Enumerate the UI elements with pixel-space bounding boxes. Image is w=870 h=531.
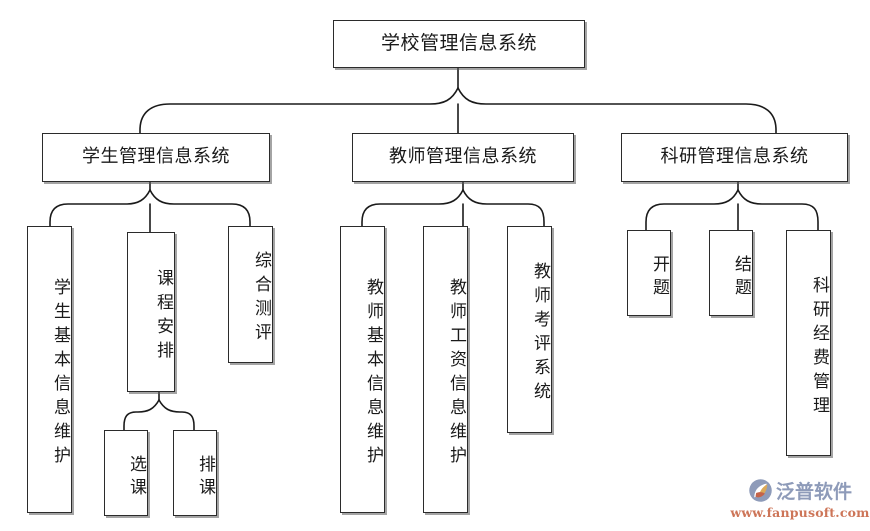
link-teacher-to-basic-info xyxy=(361,189,464,227)
node-teacher-salary-info[interactable]: 教师工资信息维护 xyxy=(423,226,468,513)
node-course-scheduling-label: 排课 xyxy=(195,454,215,501)
node-teacher-sys-label: 教师管理信息系统 xyxy=(389,146,537,168)
node-teacher-salary-info-label: 教师工资信息维护 xyxy=(446,278,466,470)
node-research-funding-label: 科研经费管理 xyxy=(809,275,829,420)
node-course-arrangement[interactable]: 课程安排 xyxy=(127,232,175,392)
node-root[interactable]: 学校管理信息系统 xyxy=(333,20,585,68)
node-teacher-sys[interactable]: 教师管理信息系统 xyxy=(352,133,574,182)
node-project-opening-label: 开题 xyxy=(649,254,669,301)
node-teacher-assessment-label: 教师考评系统 xyxy=(530,262,550,406)
node-student-basic-info[interactable]: 学生基本信息维护 xyxy=(27,226,72,513)
node-student-basic-info-label: 学生基本信息维护 xyxy=(50,278,70,470)
link-student-to-basic-info xyxy=(49,189,151,227)
link-research-to-opening xyxy=(645,189,739,231)
link-root-to-research xyxy=(457,87,777,134)
node-comprehensive-evaluation[interactable]: 综合测评 xyxy=(228,226,273,363)
link-student-to-evaluation xyxy=(149,189,251,227)
node-student-sys[interactable]: 学生管理信息系统 xyxy=(42,133,270,182)
fanpu-logo-icon xyxy=(749,478,772,502)
node-project-opening[interactable]: 开题 xyxy=(627,230,671,316)
node-course-scheduling[interactable]: 排课 xyxy=(173,430,217,516)
node-research-sys-label: 科研管理信息系统 xyxy=(660,146,809,168)
node-root-label: 学校管理信息系统 xyxy=(380,32,537,55)
link-research-to-funding xyxy=(737,189,819,231)
link-root-to-student xyxy=(139,87,459,134)
node-research-sys[interactable]: 科研管理信息系统 xyxy=(621,133,848,182)
link-course-to-scheduling xyxy=(158,399,195,431)
link-course-to-selection xyxy=(123,399,160,431)
node-teacher-basic-info[interactable]: 教师基本信息维护 xyxy=(340,226,385,513)
node-course-selection[interactable]: 选课 xyxy=(104,430,148,516)
node-comprehensive-evaluation-label: 综合测评 xyxy=(251,251,271,347)
link-teacher-to-assessment xyxy=(462,189,545,227)
node-course-selection-label: 选课 xyxy=(126,454,146,501)
node-student-sys-label: 学生管理信息系统 xyxy=(82,146,230,168)
watermark-url: www.fanpusoft.com xyxy=(730,504,870,520)
node-teacher-basic-info-label: 教师基本信息维护 xyxy=(363,278,383,470)
watermark-brand-row: 泛普软件 xyxy=(748,477,852,504)
node-course-arrangement-label: 课程安排 xyxy=(153,268,173,365)
watermark: 泛普软件 www.fanpusoft.com xyxy=(730,473,869,523)
node-teacher-assessment[interactable]: 教师考评系统 xyxy=(507,226,552,433)
node-research-funding[interactable]: 科研经费管理 xyxy=(786,230,831,456)
watermark-brand: 泛普软件 xyxy=(775,480,852,503)
node-project-closing[interactable]: 结题 xyxy=(709,230,753,316)
node-project-closing-label: 结题 xyxy=(731,254,751,301)
